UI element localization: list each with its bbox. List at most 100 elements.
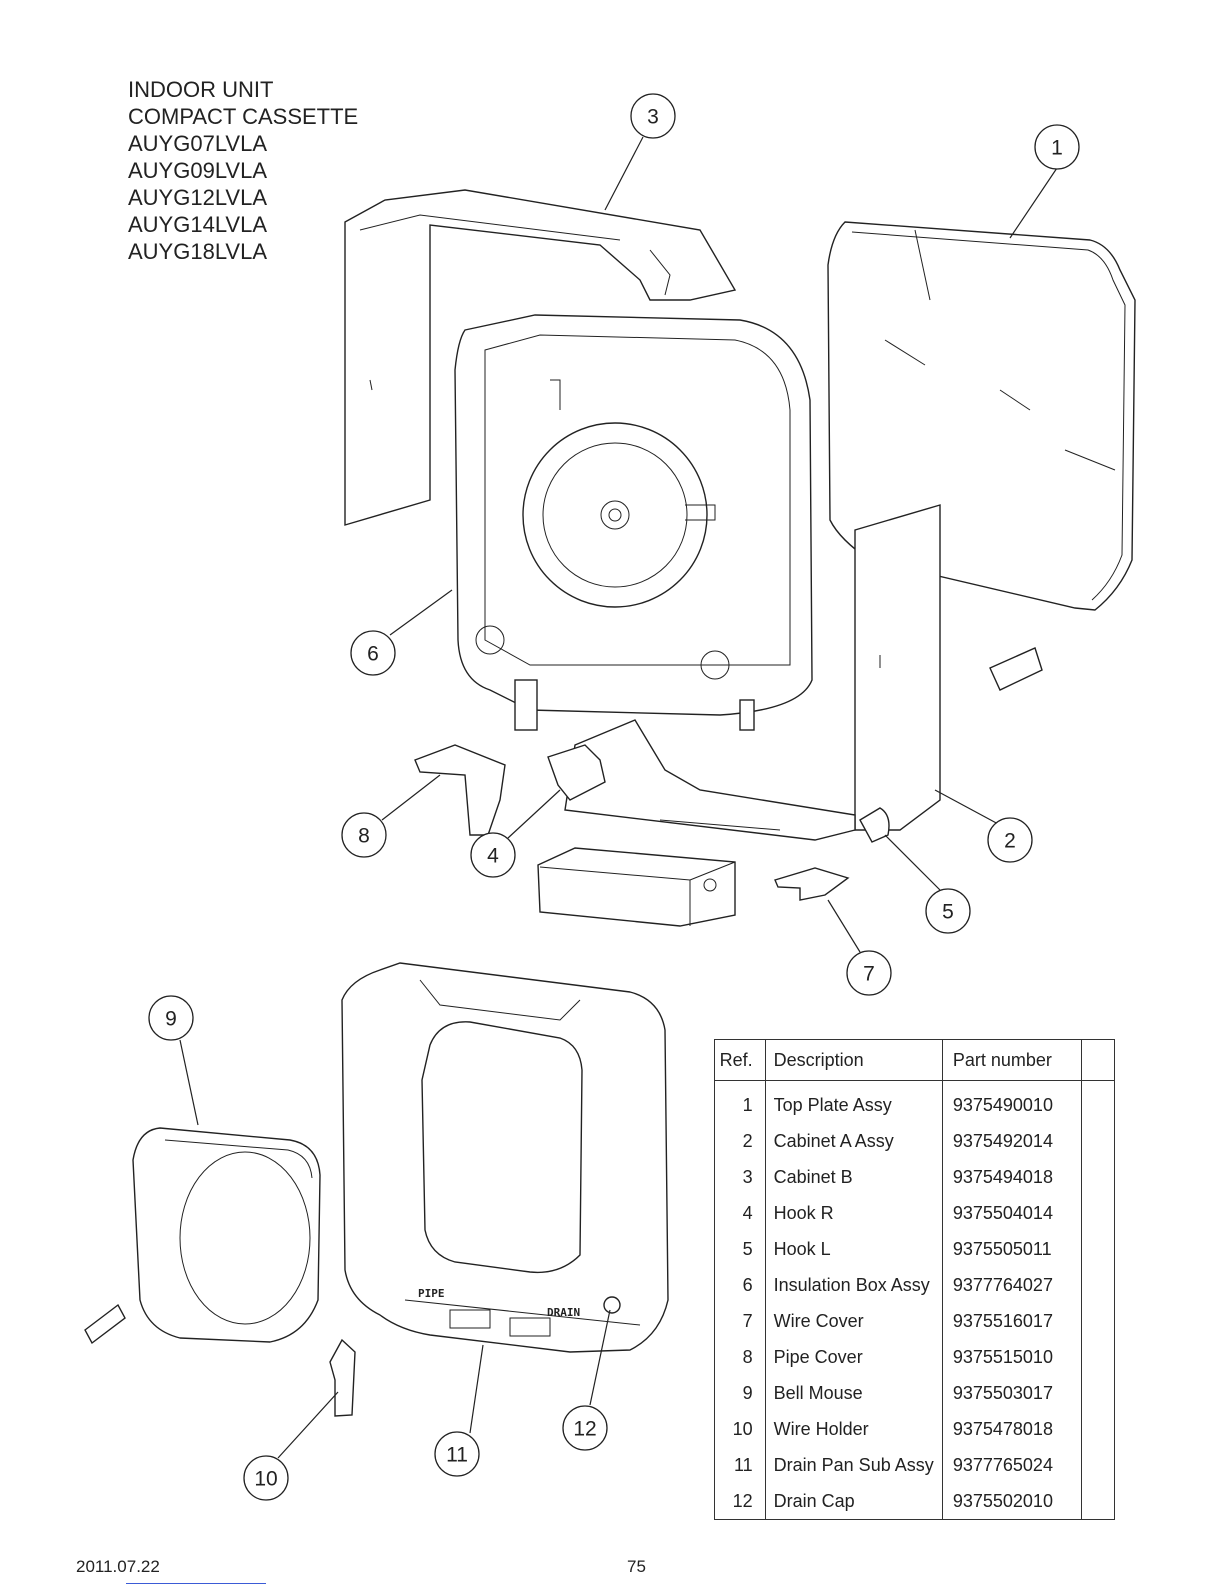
svg-text:12: 12 [573,1418,596,1441]
title-block: INDOOR UNIT COMPACT CASSETTE AUYG07LVLA … [128,76,358,265]
part-hook-bracket [989,647,1043,691]
cell-blank [1080,1447,1116,1483]
svg-text:11: 11 [446,1444,468,1467]
header-ref: Ref. [714,1039,766,1081]
title-line: AUYG12LVLA [128,185,268,210]
svg-text:9: 9 [165,1008,177,1031]
table-row: 10 Wire Holder 9375478018 [714,1411,1116,1447]
header-part-number: Part number [941,1039,1082,1081]
svg-text:6: 6 [367,643,379,666]
cell-ref: 11 [714,1447,766,1483]
title-line: AUYG07LVLA [128,131,268,156]
cell-description: Wire Cover [764,1303,943,1339]
cell-blank [1080,1303,1116,1339]
cell-part-number: 9377765024 [941,1447,1082,1483]
table-row: 5 Hook L 9375505011 [714,1231,1116,1267]
parts-table: Ref. Description Part number 1 Top Plate… [714,1039,1116,1520]
cell-description: Bell Mouse [764,1375,943,1411]
table-row: 4 Hook R 9375504014 [714,1195,1116,1231]
svg-text:3: 3 [647,106,659,129]
callout-5: 5 [925,888,971,934]
cell-blank [1080,1411,1116,1447]
drain-pan-label-pipe: PIPE [418,1287,445,1300]
table-header-row: Ref. Description Part number [714,1039,1116,1081]
cell-part-number: 9375478018 [941,1411,1082,1447]
cell-part-number: 9375492014 [941,1123,1082,1159]
title-line: AUYG14LVLA [128,212,268,237]
part-wire-holder [329,1338,356,1417]
callout-1: 1 [1034,124,1080,170]
callout-4: 4 [470,832,516,878]
table-row: 1 Top Plate Assy 9375490010 [714,1087,1116,1123]
callout-11: 11 [434,1431,480,1477]
part-bell-mouse [132,1127,321,1343]
part-hook-r [547,744,606,801]
svg-text:5: 5 [942,901,954,924]
page-number: 75 [627,1557,646,1576]
cell-description: Cabinet A Assy [764,1123,943,1159]
callout-2: 2 [987,817,1033,863]
cell-description: Pipe Cover [764,1339,943,1375]
cell-description: Cabinet B [764,1159,943,1195]
cell-ref: 10 [714,1411,766,1447]
cell-ref: 4 [714,1195,766,1231]
cell-part-number: 9375515010 [941,1339,1082,1375]
table-row: 2 Cabinet A Assy 9375492014 [714,1123,1116,1159]
table-row: 11 Drain Pan Sub Assy 9377765024 [714,1447,1116,1483]
table-row: 3 Cabinet B 9375494018 [714,1159,1116,1195]
cell-part-number: 9377764027 [941,1267,1082,1303]
callout-9: 9 [148,995,194,1041]
svg-text:10: 10 [254,1468,277,1491]
cell-description: Hook L [764,1231,943,1267]
table-row: 7 Wire Cover 9375516017 [714,1303,1116,1339]
cell-ref: 3 [714,1159,766,1195]
cell-blank [1080,1087,1116,1123]
cell-blank [1080,1267,1116,1303]
cell-ref: 8 [714,1339,766,1375]
svg-text:7: 7 [863,963,875,986]
cell-part-number: 9375505011 [941,1231,1082,1267]
svg-text:1: 1 [1051,137,1063,160]
title-line: COMPACT CASSETTE [128,104,359,129]
part-wire-cover [774,867,850,901]
part-insulation-box [454,314,813,731]
cell-ref: 5 [714,1231,766,1267]
cell-ref: 9 [714,1375,766,1411]
cell-blank [1080,1375,1116,1411]
svg-text:8: 8 [358,825,370,848]
part-drain-cap [603,1296,621,1314]
part-control-box [537,847,736,927]
cell-part-number: 9375516017 [941,1303,1082,1339]
header-description: Description [764,1039,943,1081]
part-pipe-cover [414,744,506,836]
drain-pan-label-drain: DRAIN [547,1306,580,1319]
leader-lines [179,136,1058,1459]
svg-text:4: 4 [487,845,499,868]
part-hook-l [859,807,890,843]
cell-description: Top Plate Assy [764,1087,943,1123]
table-row: 6 Insulation Box Assy 9377764027 [714,1267,1116,1303]
part-drain-pan: PIPE DRAIN [341,962,669,1353]
cell-blank [1080,1195,1116,1231]
cell-ref: 2 [714,1123,766,1159]
title-line: AUYG09LVLA [128,158,268,183]
part-clip [84,1303,126,1345]
cell-ref: 7 [714,1303,766,1339]
cell-description: Wire Holder [764,1411,943,1447]
cell-description: Drain Pan Sub Assy [764,1447,943,1483]
svg-text:2: 2 [1004,830,1016,853]
table-row: 8 Pipe Cover 9375515010 [714,1339,1116,1375]
cell-blank [1080,1159,1116,1195]
cell-part-number: 9375503017 [941,1375,1082,1411]
table-spacer [714,1080,1116,1087]
callout-8: 8 [341,812,387,858]
cell-ref: 12 [714,1483,766,1520]
cell-blank [1080,1483,1116,1520]
cell-blank [1080,1231,1116,1267]
callout-10: 10 [243,1455,289,1501]
cell-blank [1080,1339,1116,1375]
callout-3: 3 [630,93,676,139]
cell-blank [1080,1123,1116,1159]
header-extra [1080,1039,1116,1081]
